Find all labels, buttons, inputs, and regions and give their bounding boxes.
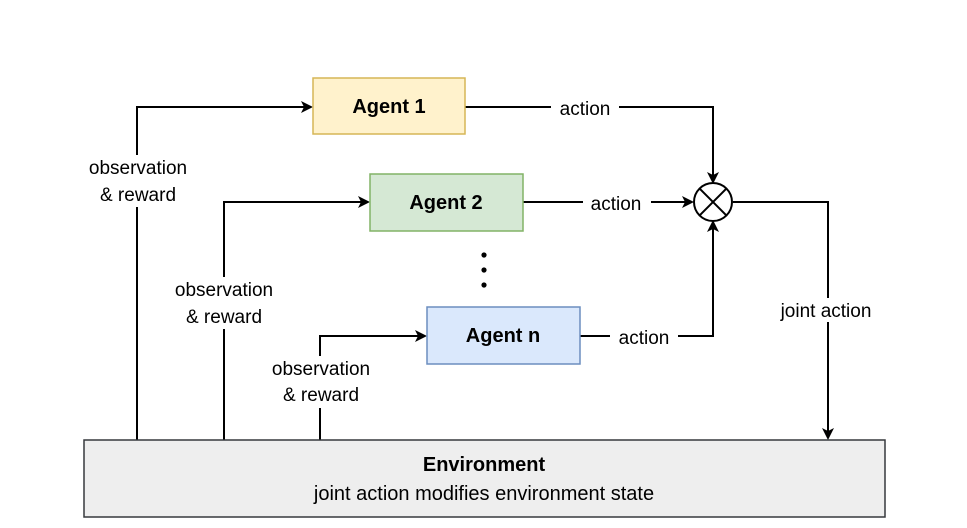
joint-action-label: joint action xyxy=(780,301,872,322)
action-label-1: action xyxy=(560,99,611,120)
obs-label-n-line2: & reward xyxy=(283,385,359,406)
action-label-n: action xyxy=(619,328,670,349)
obs-edge-agent-1 xyxy=(136,101,313,440)
environment-title: Environment xyxy=(423,454,546,476)
obs-edge-agent-2 xyxy=(223,196,370,440)
joint-action-edge xyxy=(733,201,834,440)
agent-n-node[interactable]: Agent n xyxy=(426,306,581,365)
action-edge-agent-1 xyxy=(465,106,719,184)
action-label-2: action xyxy=(591,194,642,215)
agent-1-node[interactable]: Agent 1 xyxy=(312,77,466,135)
obs-label-n-line1: observation xyxy=(272,359,370,380)
agent-1-title: Agent 1 xyxy=(352,96,425,118)
obs-label-1-line1: observation xyxy=(89,158,187,179)
vertical-ellipsis-icon xyxy=(481,252,487,288)
agent-2-node[interactable]: Agent 2 xyxy=(369,173,524,232)
environment-node[interactable]: Environment joint action modifies enviro… xyxy=(83,439,886,518)
obs-label-2-line1: observation xyxy=(175,280,273,301)
tensor-product-icon xyxy=(693,182,733,222)
agent-n-title: Agent n xyxy=(466,325,540,347)
action-edge-agent-n xyxy=(580,220,719,337)
environment-subtitle: joint action modifies environment state xyxy=(313,483,654,505)
agent-2-title: Agent 2 xyxy=(409,192,482,214)
obs-label-2-line2: & reward xyxy=(186,307,262,328)
obs-label-1-line2: & reward xyxy=(100,185,176,206)
